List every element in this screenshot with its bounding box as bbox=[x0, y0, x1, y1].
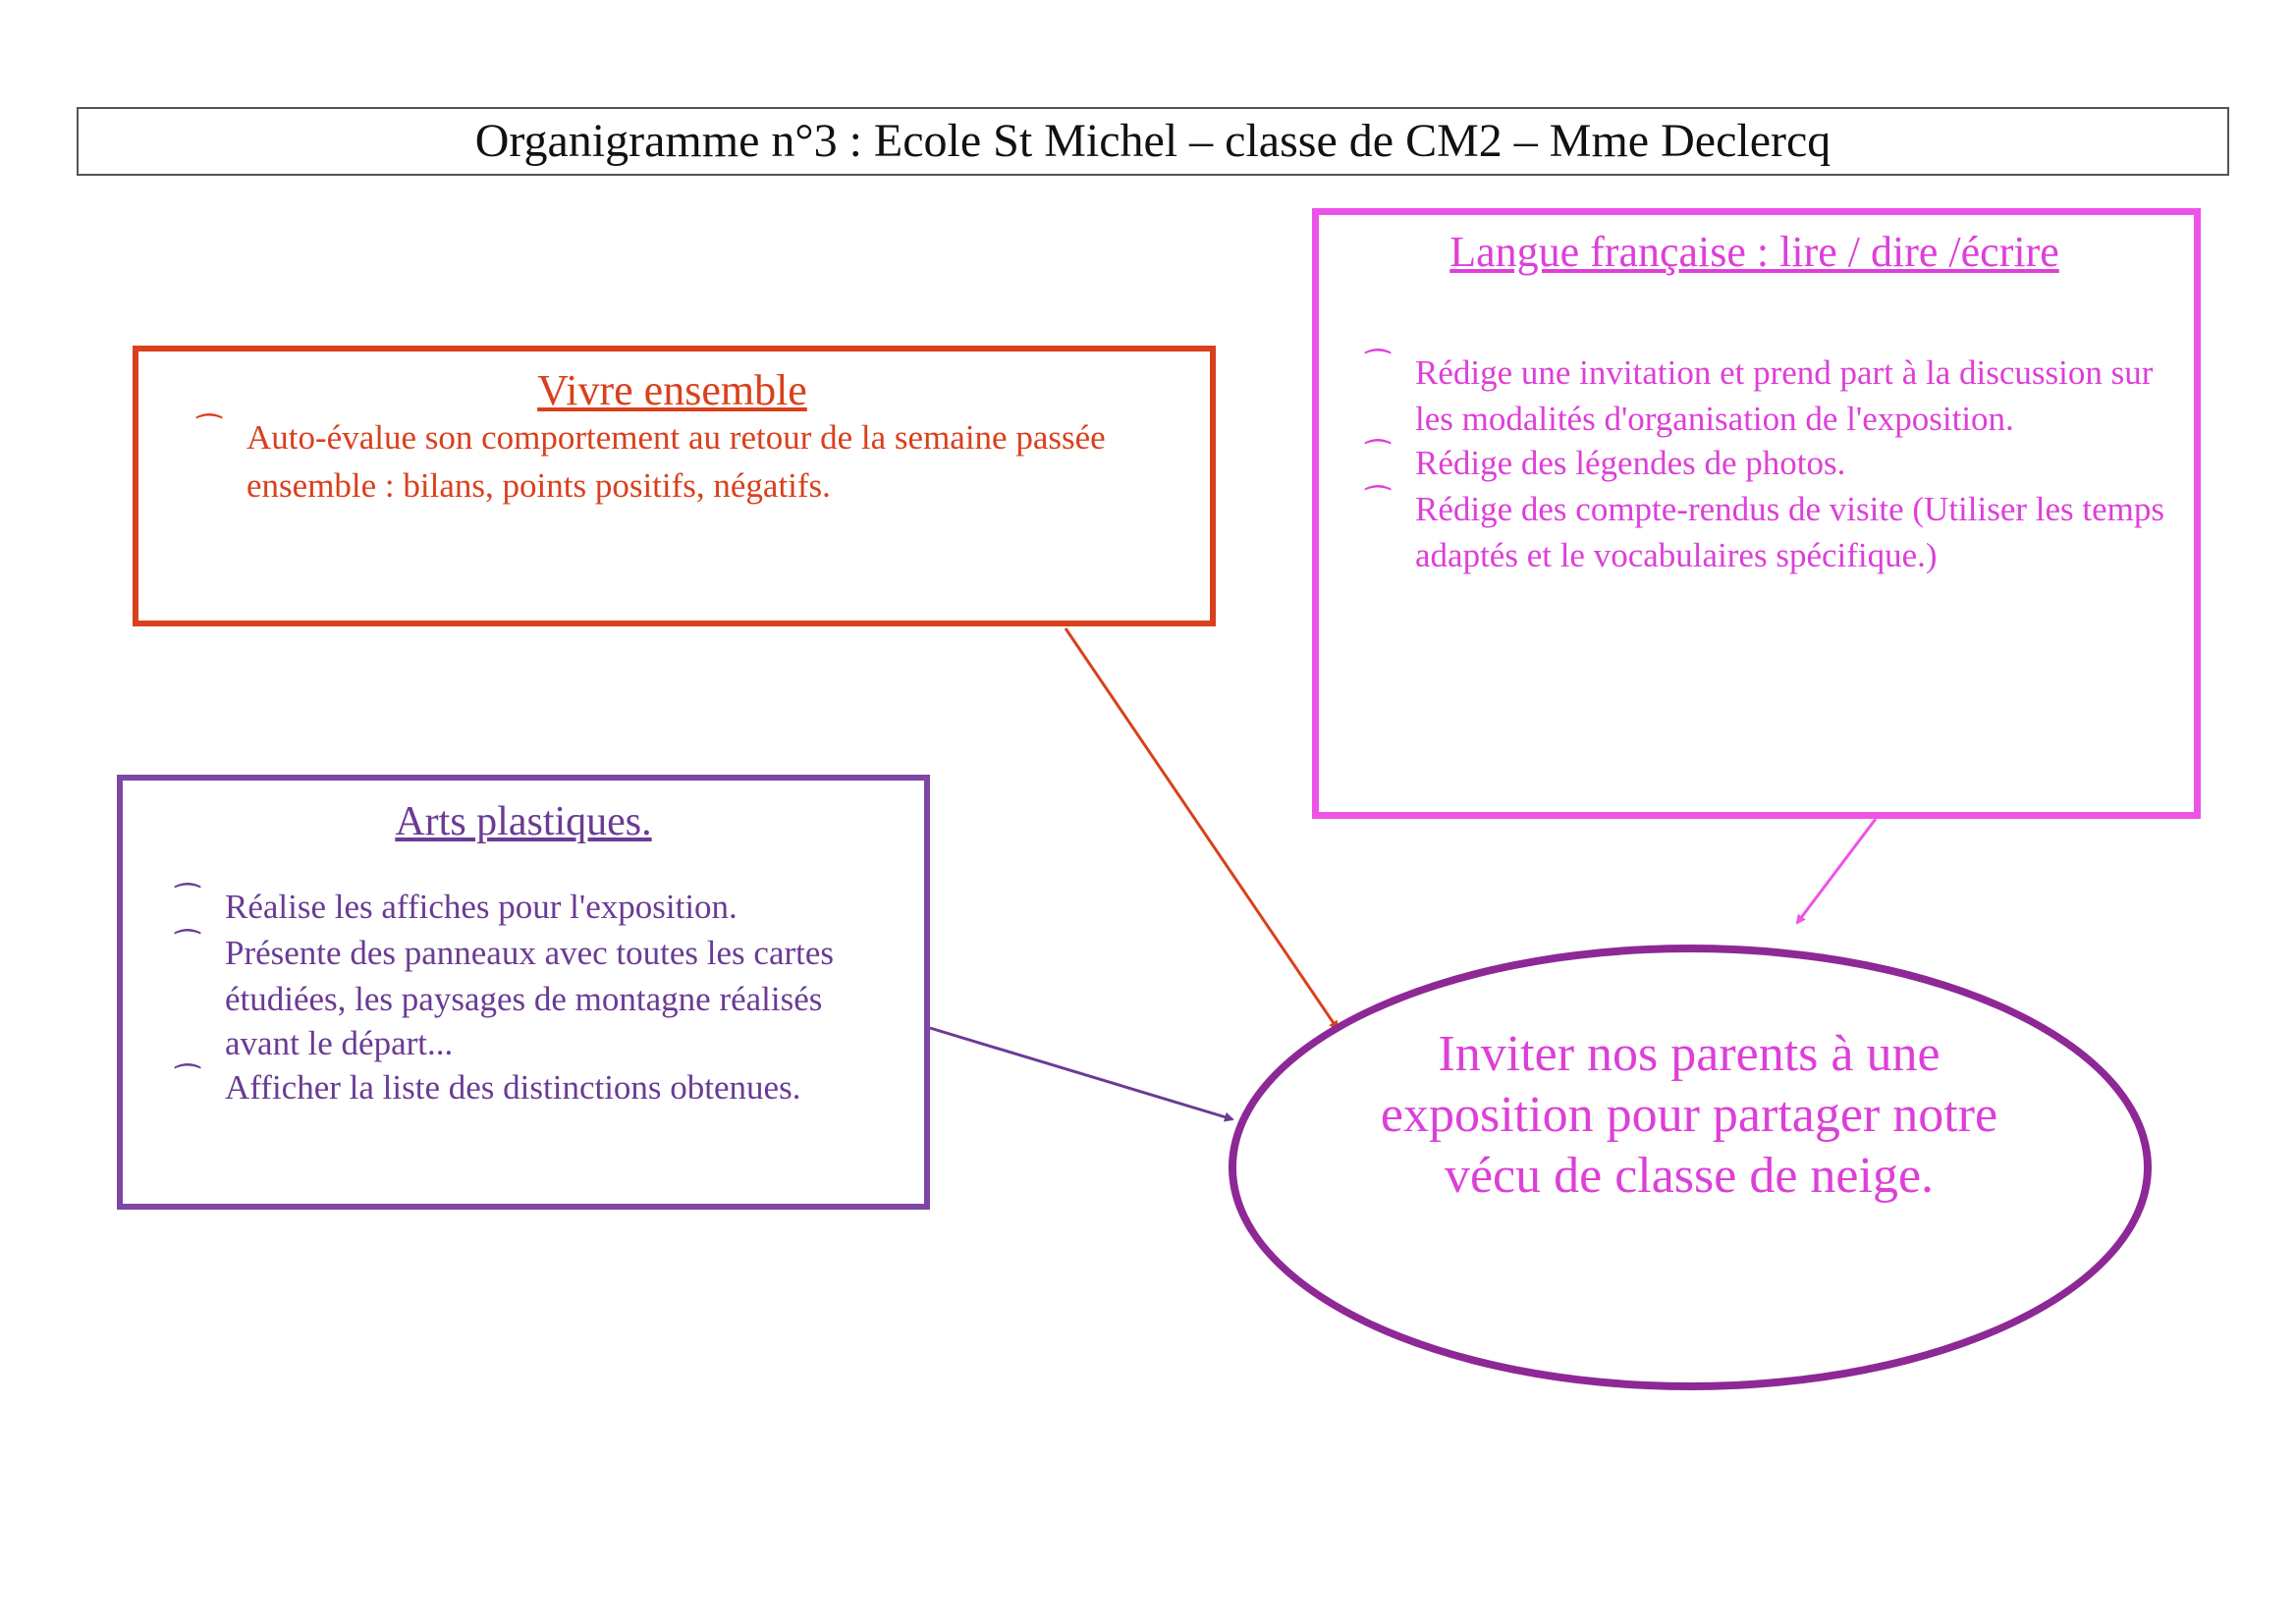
vivre-ensemble-list: ⁀Auto-évalue son comportement au retour … bbox=[164, 414, 1180, 509]
list-item: ⁀Réalise les affiches pour l'exposition. bbox=[142, 885, 904, 931]
arts-plastiques-box: Arts plastiques. ⁀Réalise les affiches p… bbox=[117, 775, 930, 1210]
langue-francaise-list: ⁀Rédige une invitation et prend part à l… bbox=[1333, 351, 2176, 577]
langue-francaise-heading: Langue française : lire / dire /écrire bbox=[1449, 228, 2059, 276]
arts-plastiques-list: ⁀Réalise les affiches pour l'exposition.… bbox=[142, 885, 904, 1111]
arc-bullet-icon: ⁀ bbox=[176, 885, 200, 917]
list-item: ⁀Présente des panneaux avec toutes les c… bbox=[142, 931, 904, 1065]
vivre-ensemble-box: Vivre ensemble ⁀Auto-évalue son comporte… bbox=[133, 346, 1216, 626]
central-goal-text: Inviter nos parents à une exposition pou… bbox=[1380, 1026, 1998, 1204]
list-item: ⁀Rédige une invitation et prend part à l… bbox=[1333, 351, 2176, 441]
arrow-langue-to-center bbox=[1795, 818, 1878, 925]
arc-bullet-icon: ⁀ bbox=[176, 1065, 200, 1098]
arc-bullet-icon: ⁀ bbox=[197, 415, 222, 448]
arrow-vivre-to-center bbox=[1064, 627, 1339, 1031]
vivre-ensemble-heading: Vivre ensemble bbox=[537, 366, 807, 414]
arrow-arts-to-center bbox=[929, 1026, 1234, 1122]
arc-bullet-icon: ⁀ bbox=[176, 931, 200, 963]
list-item: ⁀Rédige des légendes de photos. bbox=[1333, 441, 2176, 487]
list-item: ⁀Auto-évalue son comportement au retour … bbox=[164, 414, 1180, 509]
langue-francaise-box: Langue française : lire / dire /écrire ⁀… bbox=[1312, 208, 2201, 819]
list-item: ⁀Afficher la liste des distinctions obte… bbox=[142, 1065, 904, 1111]
list-item: ⁀Rédige des compte-rendus de visite (Uti… bbox=[1333, 487, 2176, 577]
arc-bullet-icon: ⁀ bbox=[1366, 441, 1391, 473]
central-goal-ellipse bbox=[1229, 945, 2152, 1390]
page-title: Organigramme n°3 : Ecole St Michel – cla… bbox=[77, 107, 2229, 176]
arc-bullet-icon: ⁀ bbox=[1366, 487, 1391, 519]
arc-bullet-icon: ⁀ bbox=[1366, 351, 1391, 383]
arts-plastiques-heading: Arts plastiques. bbox=[395, 799, 652, 844]
